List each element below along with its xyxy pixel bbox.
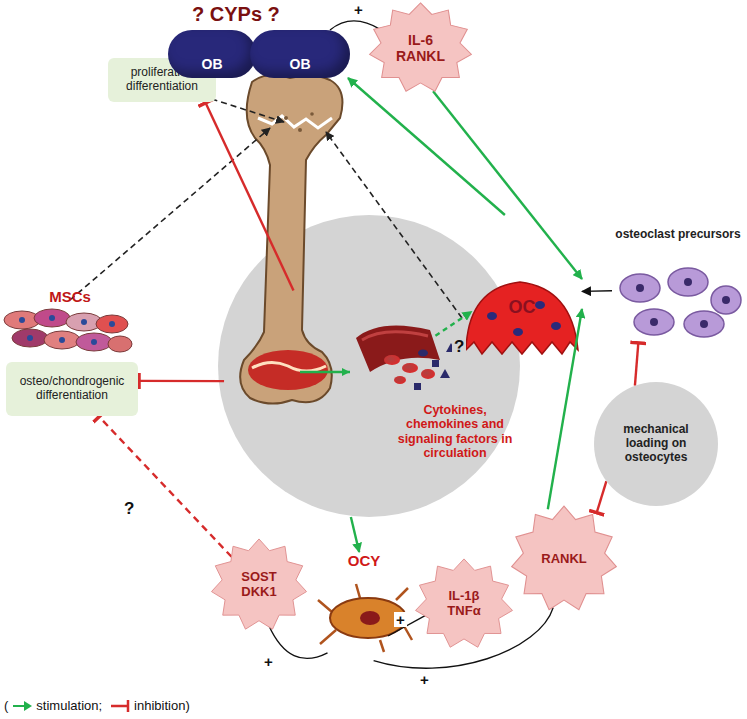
edge-label: + <box>262 654 275 669</box>
circulation-circle: Cytokines, chemokines and signaling fact… <box>218 215 520 517</box>
starburst-outline <box>370 3 472 91</box>
legend-text: stimulation; <box>36 698 102 713</box>
osteoclast-cell <box>466 282 578 354</box>
msc-nuclei <box>19 315 115 345</box>
connector <box>635 342 638 386</box>
legend-arrow-sample <box>11 699 33 713</box>
msc-group: MSCs <box>5 288 135 358</box>
circulation-disc <box>218 215 520 517</box>
node-text: SOST DKK1 <box>229 570 290 600</box>
legend: ( stimulation; inhibition) <box>4 698 194 713</box>
factor-starburst: SOST DKK1 <box>210 538 308 632</box>
connector <box>205 102 293 291</box>
annotation-text: ? CYPs ? <box>192 4 280 24</box>
node-text: MSCs <box>49 288 91 305</box>
legend-tee-sample <box>109 699 131 713</box>
connector <box>98 416 231 557</box>
osteoclast: OC <box>462 272 582 360</box>
process-box: osteo/chondrogenic differentiation <box>6 362 138 416</box>
osteoblast-cell: OB <box>250 30 350 78</box>
node-text: RANKL <box>541 552 587 567</box>
blood-vessel <box>356 326 456 391</box>
connector <box>548 309 582 509</box>
factor-starburst: IL-1β TNFα <box>414 558 514 650</box>
node-text: osteo/chondrogenic differentiation <box>6 373 138 405</box>
connector <box>269 625 328 658</box>
loading-circle: mechanical loading on osteocytes <box>594 382 718 506</box>
edge-label: ? <box>452 338 466 355</box>
node-text: OB <box>290 56 311 72</box>
precursor-cells <box>620 268 741 337</box>
starburst-outline <box>512 506 617 610</box>
connector <box>435 312 471 336</box>
factor-starburst: IL-6 RANKL <box>368 2 473 94</box>
node-text: IL-1β TNFα <box>433 589 495 619</box>
connector <box>433 91 582 279</box>
edge-label: + <box>394 612 407 627</box>
edge-label: + <box>418 672 431 687</box>
starburst-outline <box>211 539 306 629</box>
bone <box>240 75 350 404</box>
osteoblast-cell: OB <box>168 30 256 78</box>
osteocyte: OCY <box>316 552 412 664</box>
node-text: Cytokines, chemokines and signaling fact… <box>396 403 514 461</box>
legend-text: inhibition) <box>134 698 190 713</box>
connector <box>582 290 612 292</box>
msc-cells <box>4 309 132 352</box>
factor-starburst: RANKL <box>510 505 618 613</box>
leader-arrows <box>70 96 462 318</box>
edge-label: + <box>352 2 365 17</box>
legend-bracket: ( <box>4 698 8 713</box>
precursor-group: osteoclast precursors <box>612 228 744 342</box>
node-text: OB <box>202 56 223 72</box>
edge-label: ? <box>122 500 136 517</box>
connector <box>330 21 381 30</box>
starburst-outline <box>416 559 513 647</box>
node-text: mechanical loading on osteocytes <box>606 423 706 464</box>
node-text: osteoclast precursors <box>615 228 740 242</box>
connector <box>351 517 359 552</box>
connector <box>596 481 606 513</box>
node-text: OCY <box>348 552 381 569</box>
osteocyte-cell <box>318 584 412 652</box>
connector <box>348 78 505 215</box>
node-text: OC <box>509 297 536 336</box>
connector <box>138 380 224 383</box>
precursor-nuclei <box>636 278 730 328</box>
node-text: IL-6 RANKL <box>388 32 453 64</box>
